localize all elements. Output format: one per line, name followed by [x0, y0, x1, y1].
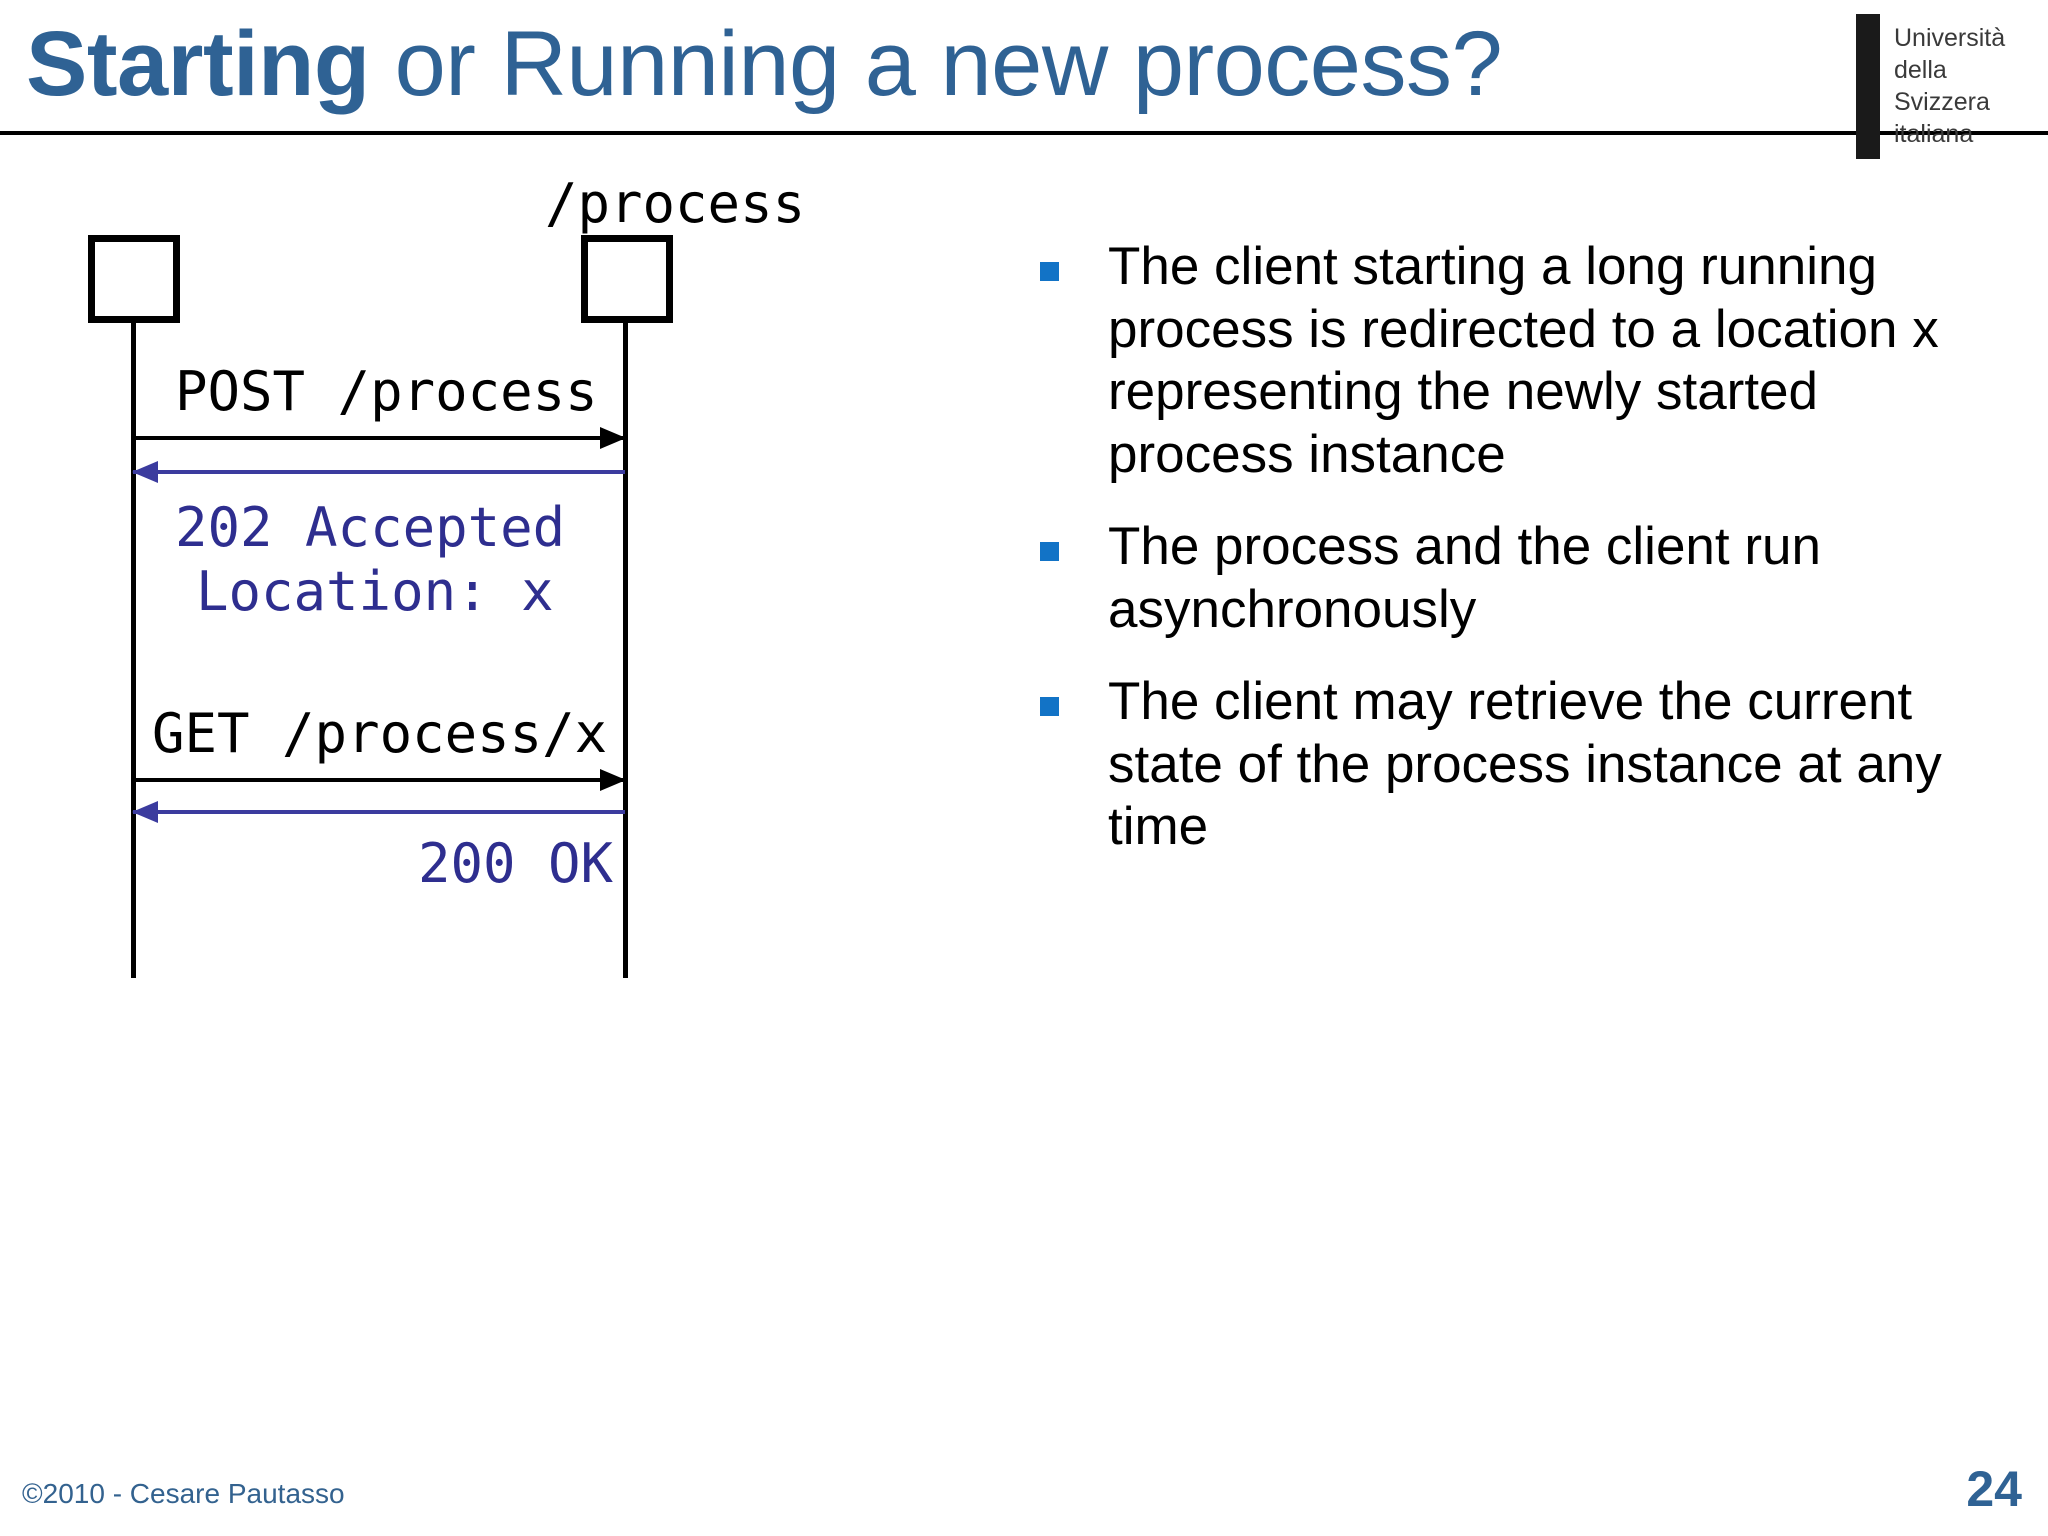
- square-bullet-icon: [1040, 542, 1059, 562]
- server-endpoint-label: /process: [545, 172, 806, 235]
- get-response-arrowhead-icon: [132, 801, 158, 823]
- sequence-diagram: /process POST /process 202 Accepted Loca…: [0, 160, 805, 1300]
- get-request-arrowhead-icon: [600, 769, 626, 791]
- page-title: Starting or Running a new process?: [26, 18, 1826, 110]
- client-lifeline: [131, 323, 136, 978]
- post-request-arrow-shaft: [133, 436, 625, 440]
- get-response-arrow-shaft: [133, 810, 625, 814]
- client-lifeline-box: [88, 235, 180, 323]
- logo-text: Università della Svizzera italiana: [1894, 22, 2005, 150]
- post-request-label: POST /process: [175, 360, 598, 423]
- page-title-rest: or Running a new process?: [369, 13, 1503, 115]
- get-request-arrow-shaft: [133, 778, 625, 782]
- logo-line-4: italiana: [1894, 120, 1974, 148]
- get-request-label: GET /process/x: [152, 702, 608, 765]
- list-item: The client starting a long running proce…: [1040, 236, 2000, 486]
- list-item: The client may retrieve the current stat…: [1040, 671, 2000, 859]
- post-response-header: Location: x: [196, 560, 554, 623]
- get-response-status: 200 OK: [418, 832, 614, 895]
- post-response-arrowhead-icon: [132, 461, 158, 483]
- square-bullet-icon: [1040, 697, 1059, 717]
- bullet-text: The client may retrieve the current stat…: [1108, 672, 1942, 857]
- post-response-arrow-shaft: [133, 470, 625, 474]
- page-title-emphasis: Starting: [26, 13, 370, 115]
- logo-line-1: Università: [1894, 24, 2006, 52]
- logo-line-3: Svizzera: [1894, 88, 1990, 116]
- post-request-arrowhead-icon: [600, 427, 626, 449]
- list-item: The process and the client run asynchron…: [1040, 516, 2000, 641]
- slide-page-number: 24: [1966, 1461, 2022, 1517]
- bullet-text: The client starting a long running proce…: [1108, 237, 1939, 484]
- square-bullet-icon: [1040, 262, 1059, 281]
- bullet-list: The client starting a long running proce…: [1040, 236, 2000, 889]
- footer-copyright: ©2010 - Cesare Pautasso: [22, 1478, 345, 1509]
- server-lifeline-box: [581, 235, 673, 323]
- post-response-status: 202 Accepted: [175, 496, 566, 559]
- bullet-text: The process and the client run asynchron…: [1108, 517, 1821, 639]
- logo-line-2: della: [1894, 56, 1947, 84]
- usi-logo: Università della Svizzera italiana: [1856, 14, 2036, 159]
- logo-bar-icon: [1856, 14, 1880, 159]
- header-divider: [0, 131, 2048, 135]
- server-lifeline: [623, 323, 628, 978]
